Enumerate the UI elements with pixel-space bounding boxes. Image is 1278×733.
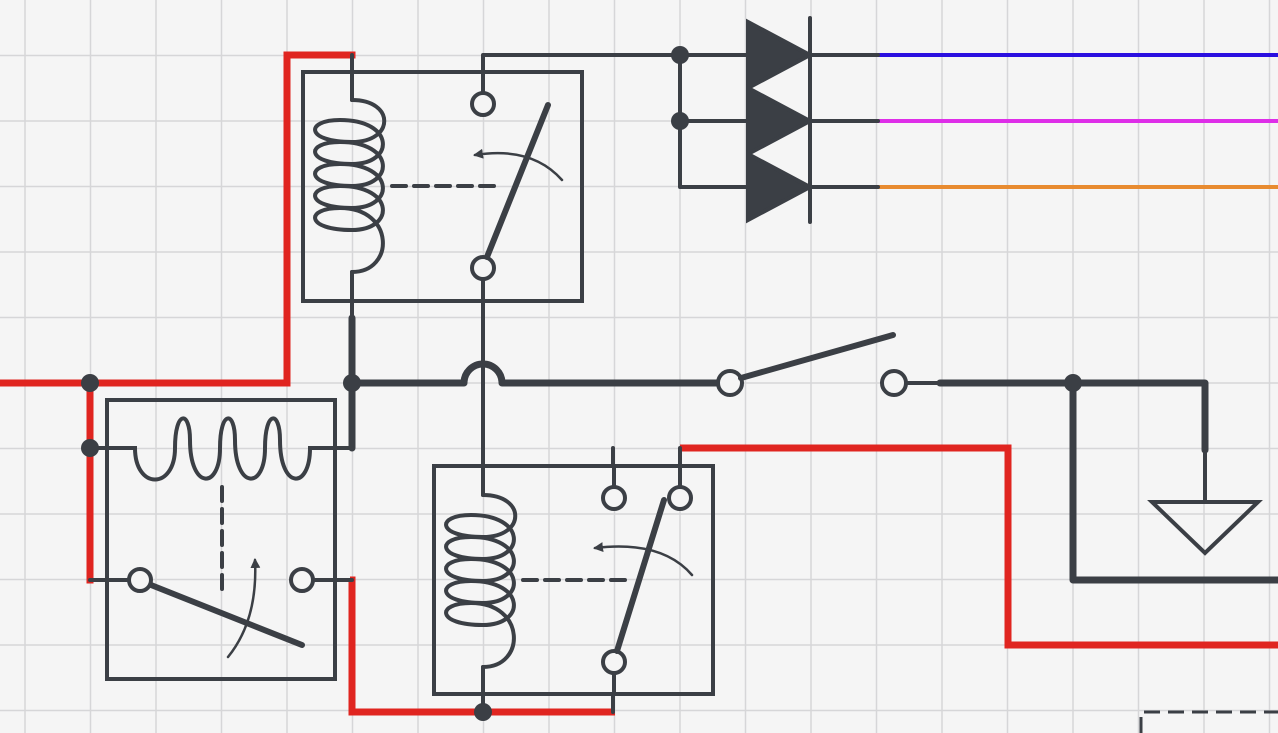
- relay-left-box: [105, 398, 337, 681]
- junction-dot: [343, 374, 361, 392]
- relay-bottom-switch-arm: [614, 497, 667, 654]
- relay-bottom-arrow-icon: [593, 542, 694, 577]
- dashed-box-partial: [1139, 710, 1278, 733]
- relay-top-box: [301, 70, 584, 303]
- wire-red-left[interactable]: [0, 51, 356, 584]
- relay-top[interactable]: [301, 53, 584, 320]
- junction-dot: [671, 46, 689, 64]
- wire-red-right[interactable]: [680, 444, 1278, 649]
- relay-left-coil-icon: [105, 416, 337, 482]
- relay-left[interactable]: [105, 398, 337, 681]
- relay-top-contact-lower: [470, 255, 496, 281]
- main-switch[interactable]: [676, 332, 942, 397]
- junction-dot: [474, 703, 492, 721]
- ground[interactable]: [1147, 450, 1263, 556]
- relay-bottom-coil-icon: [444, 493, 518, 669]
- junction-dot: [1064, 374, 1082, 392]
- relay-top-switch-arm: [484, 102, 551, 260]
- main-switch-contact-left: [716, 369, 744, 397]
- diode-3-icon: [746, 150, 815, 224]
- relay-left-contact-left: [127, 567, 153, 593]
- relay-left-contact-right: [289, 567, 315, 593]
- junction-dot: [81, 374, 99, 392]
- relay-left-arrow-icon: [226, 558, 261, 659]
- relay-top-contact-upper: [470, 91, 496, 117]
- relay-bottom[interactable]: [432, 464, 715, 696]
- junction-dot: [81, 439, 99, 457]
- relay-bottom-box: [432, 464, 715, 696]
- junction-dot: [671, 112, 689, 130]
- junctions: [81, 46, 1082, 721]
- relay-top-coil-icon: [313, 98, 387, 274]
- relay-bottom-contact-nc: [601, 485, 627, 511]
- relay-bottom-contact-common: [601, 649, 627, 675]
- relay-top-arrow-icon: [473, 148, 564, 182]
- relay-bottom-contact-no: [667, 485, 693, 511]
- wire-main-bus[interactable]: [88, 53, 1278, 714]
- ground-icon: [1147, 500, 1263, 556]
- main-switch-contact-right: [880, 369, 908, 397]
- diode-2-icon: [746, 84, 815, 158]
- diode-array[interactable]: [746, 16, 815, 224]
- relay-left-switch-arm: [148, 582, 305, 648]
- diode-1-icon: [746, 18, 815, 92]
- main-switch-arm: [738, 332, 896, 381]
